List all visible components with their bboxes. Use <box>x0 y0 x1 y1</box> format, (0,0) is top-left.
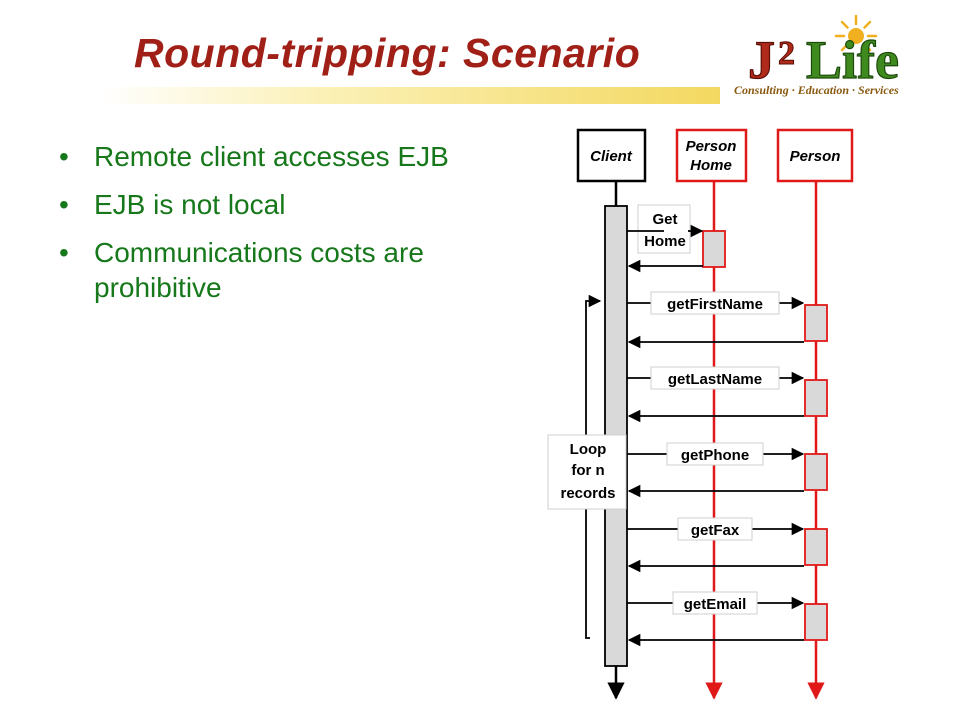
loop-label-box <box>547 434 627 510</box>
get-home-label-box <box>637 204 691 254</box>
message-label-box <box>677 517 753 541</box>
bullet-list: Remote client accesses EJB EJB is not lo… <box>56 139 486 318</box>
person-home-box <box>675 128 748 183</box>
loop-label-line2: for n <box>571 462 604 479</box>
get-home-label-line1: Get <box>652 211 677 228</box>
message-label-box <box>650 291 780 315</box>
title-underline <box>100 87 720 104</box>
message-label-getphone: getPhone <box>681 447 749 464</box>
message-label-box <box>650 366 780 390</box>
get-home-label-line2: Home <box>644 233 686 250</box>
message-label-getemail: getEmail <box>684 596 747 613</box>
person-home-label-line1: Person <box>686 138 737 155</box>
message-label-getfirstname: getFirstName <box>667 296 763 313</box>
logo-tagline: Consulting · Education · Services <box>734 83 899 97</box>
client-label: Client <box>590 148 633 165</box>
person-activation-bar <box>804 379 828 417</box>
person-activation-bar <box>804 453 828 491</box>
person-activation-bar <box>804 528 828 566</box>
message-label-getlastname: getLastName <box>668 371 762 388</box>
message-label-getfax: getFax <box>691 522 740 539</box>
j2life-logo: J 2 Life Consulting · Education · Servic… <box>734 14 900 97</box>
bullet-item: Communications costs are prohibitive <box>56 235 486 305</box>
person-home-label-line2: Home <box>690 157 732 174</box>
slide-title: Round-tripping: Scenario <box>134 30 641 76</box>
logo-word-life: Life <box>806 30 899 90</box>
message-label-box <box>666 442 764 466</box>
underline-bar <box>100 87 720 104</box>
person-activation-bar <box>804 304 828 342</box>
person-label: Person <box>790 148 841 165</box>
logo-letter-j: J <box>748 30 775 90</box>
sun-icon <box>834 14 878 52</box>
loop-label-line1: Loop <box>570 441 607 458</box>
sequence-diagram: Client Person Home Person Loop for n rec… <box>547 128 854 700</box>
person-home-activation-bar <box>702 230 726 268</box>
message-label-box <box>672 591 758 615</box>
person-activation-bar <box>804 603 828 641</box>
client-box <box>576 128 647 183</box>
bullet-item: Remote client accesses EJB <box>56 139 486 174</box>
bullet-item: EJB is not local <box>56 187 486 222</box>
logo-digit-2: 2 <box>778 35 795 72</box>
loop-label-line3: records <box>560 485 615 502</box>
